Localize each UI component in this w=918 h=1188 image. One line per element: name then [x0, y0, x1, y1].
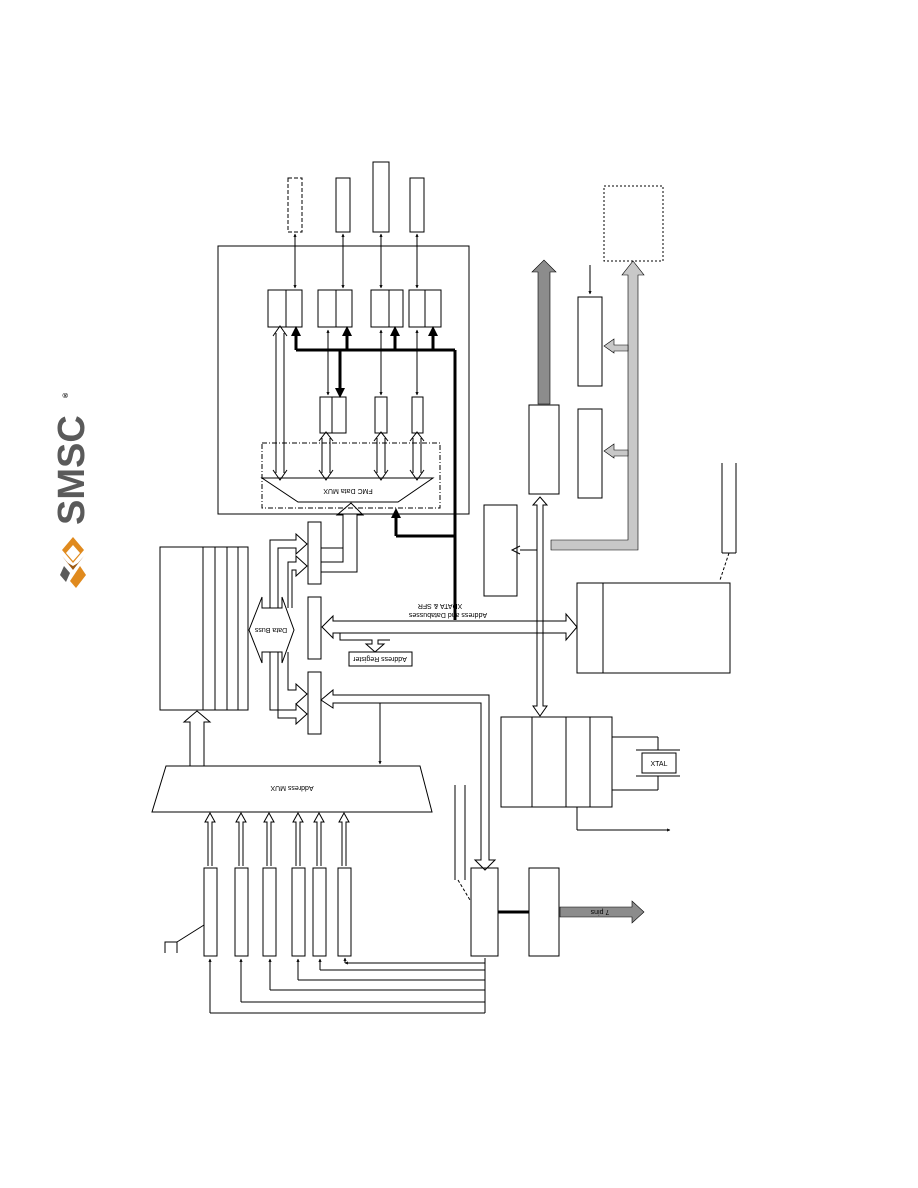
clock-block — [500, 716, 613, 808]
timer-block — [576, 582, 731, 674]
data-buss-label: Data Buss — [254, 626, 287, 633]
address-mux — [151, 765, 433, 813]
data-buss-arrow — [248, 596, 295, 664]
pins-label: 7 pins — [590, 908, 609, 915]
gray-bus-right — [550, 260, 645, 551]
mid-register-2 — [374, 396, 388, 434]
addr-reg-3 — [262, 867, 277, 957]
xdata-sfr-label-line2: Address and Databusses — [408, 611, 487, 618]
addr-reg-1 — [203, 867, 218, 957]
register-pair-3 — [370, 289, 404, 328]
address-register-label: Address Register — [352, 655, 406, 662]
pad-2 — [335, 177, 351, 233]
port-box — [528, 867, 560, 957]
external-dashed-box — [603, 185, 664, 262]
pad-1 — [287, 177, 303, 233]
main-vertical-bus — [531, 496, 549, 717]
bus-interface-mid — [307, 596, 322, 660]
dark-bus-up — [531, 259, 557, 405]
controller-box — [470, 867, 499, 957]
bus-interface-bot — [307, 671, 322, 735]
xdata-sfr-label-line1: XDATA & SFR — [418, 602, 462, 609]
smsc-logo: SMSC ® — [51, 392, 93, 588]
smsc-logo-mark — [60, 537, 86, 588]
peripheral-box-left — [483, 504, 518, 597]
register-pair-4 — [408, 289, 442, 328]
registered-mark: ® — [62, 392, 70, 398]
mid-register-1 — [319, 396, 333, 434]
fmc-mux-region — [261, 442, 441, 509]
fmc-data-mux — [260, 477, 435, 503]
peripheral-box-b — [577, 408, 603, 499]
addr-reg-4 — [291, 867, 306, 957]
mux-input-4 — [409, 431, 425, 481]
memory-stack — [159, 546, 249, 711]
addr-reg-2 — [234, 867, 249, 957]
address-mux-label: Address MUX — [270, 784, 314, 791]
register-pair-1 — [267, 289, 303, 328]
peripheral-box-tall — [528, 404, 560, 495]
address-register — [348, 651, 413, 667]
mux-input-2 — [318, 431, 334, 481]
control-lines-thick — [294, 334, 529, 914]
pad-3 — [372, 161, 390, 233]
pad-4 — [409, 177, 425, 233]
register-pair-2 — [317, 289, 353, 328]
mux-input-1 — [272, 325, 288, 481]
xtal-label: XTAL — [651, 761, 668, 768]
addr-reg-5 — [312, 867, 327, 957]
mid-register-3 — [411, 396, 424, 434]
xtal-box — [641, 752, 677, 774]
addr-reg-6 — [337, 867, 352, 957]
fmc-data-mux-label: FMC Data MUX — [323, 487, 373, 494]
mid-register-1b — [331, 396, 347, 434]
mux-input-3 — [373, 431, 389, 481]
bus-interface-top — [307, 521, 322, 585]
peripheral-box-a — [577, 296, 603, 387]
smsc-wordmark: SMSC — [51, 415, 93, 525]
pins-bus — [559, 900, 645, 924]
